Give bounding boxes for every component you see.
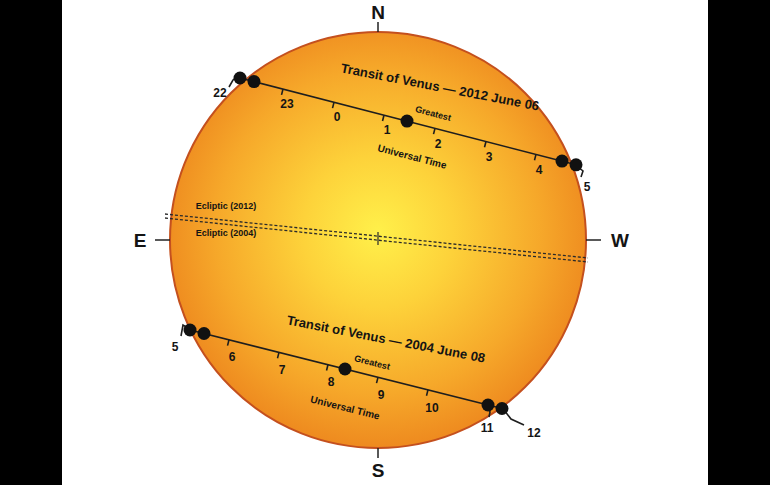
- greatest-label: Greatest: [353, 354, 391, 372]
- hour-label: 6: [229, 351, 236, 363]
- compass-ticks: [155, 22, 601, 458]
- hour-label: 10: [425, 402, 438, 414]
- transit-title: Transit of Venus — 2012 June 06: [340, 61, 540, 112]
- hour-label: 0: [334, 111, 341, 123]
- compass-north: N: [371, 3, 385, 22]
- hour-label: 4: [536, 164, 543, 176]
- hour-label: 9: [378, 389, 385, 401]
- hour-label: 12: [527, 427, 540, 439]
- hour-label: 5: [584, 181, 591, 193]
- hour-label: 8: [328, 376, 335, 388]
- compass-south: S: [372, 461, 385, 480]
- hour-label: 1: [384, 124, 391, 136]
- sun-disk: [170, 32, 586, 448]
- transit-track-2004: [181, 325, 524, 425]
- hour-label: 11: [481, 422, 494, 434]
- hour-label: 23: [280, 98, 293, 110]
- compass-east: E: [134, 231, 147, 250]
- ecliptic-label: Ecliptic (2012): [196, 202, 257, 211]
- hour-label: 22: [213, 87, 226, 99]
- transit-track-2012: [229, 76, 583, 177]
- compass-west: W: [611, 231, 629, 250]
- ecliptic-lines: [165, 214, 588, 262]
- hour-label: 5: [172, 341, 179, 353]
- ecliptic-label: Ecliptic (2004): [196, 229, 257, 238]
- white-ground: [62, 0, 708, 485]
- center-tick: [377, 232, 378, 245]
- greatest-label: Greatest: [414, 105, 452, 123]
- transit-title: Transit of Venus — 2004 June 08: [286, 313, 486, 364]
- hour-label: 7: [279, 364, 286, 376]
- hour-label: 2: [435, 138, 442, 150]
- axis-label: Universal Time: [309, 395, 380, 422]
- hour-label: 3: [486, 151, 493, 163]
